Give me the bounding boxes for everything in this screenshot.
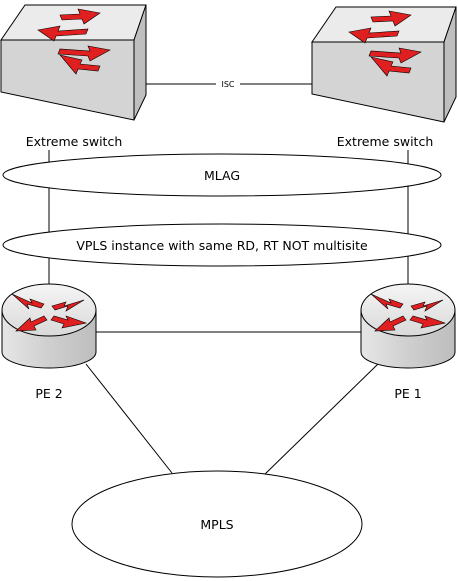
router-pe2-icon <box>1 283 97 369</box>
vpls-group: VPLS instance with same RD, RT NOT multi… <box>2 223 442 267</box>
router-pe1-icon <box>360 283 456 369</box>
pe2-mpls-link <box>85 363 173 474</box>
mpls-label: MPLS <box>200 517 233 532</box>
mpls-group: MPLS <box>71 470 363 578</box>
switch-left-icon <box>0 4 147 121</box>
pe1-label: PE 1 <box>394 386 421 401</box>
mlag-group: MLAG <box>2 153 442 197</box>
switch-right-icon <box>311 6 457 123</box>
switch-left-label: Extreme switch <box>26 134 123 149</box>
mlag-label: MLAG <box>204 168 240 183</box>
isc-label: ISC <box>221 80 234 89</box>
switch-right-label: Extreme switch <box>337 134 434 149</box>
pe1-mpls-link <box>262 363 379 477</box>
vpls-label: VPLS instance with same RD, RT NOT multi… <box>76 238 368 253</box>
pe2-label: PE 2 <box>35 386 62 401</box>
